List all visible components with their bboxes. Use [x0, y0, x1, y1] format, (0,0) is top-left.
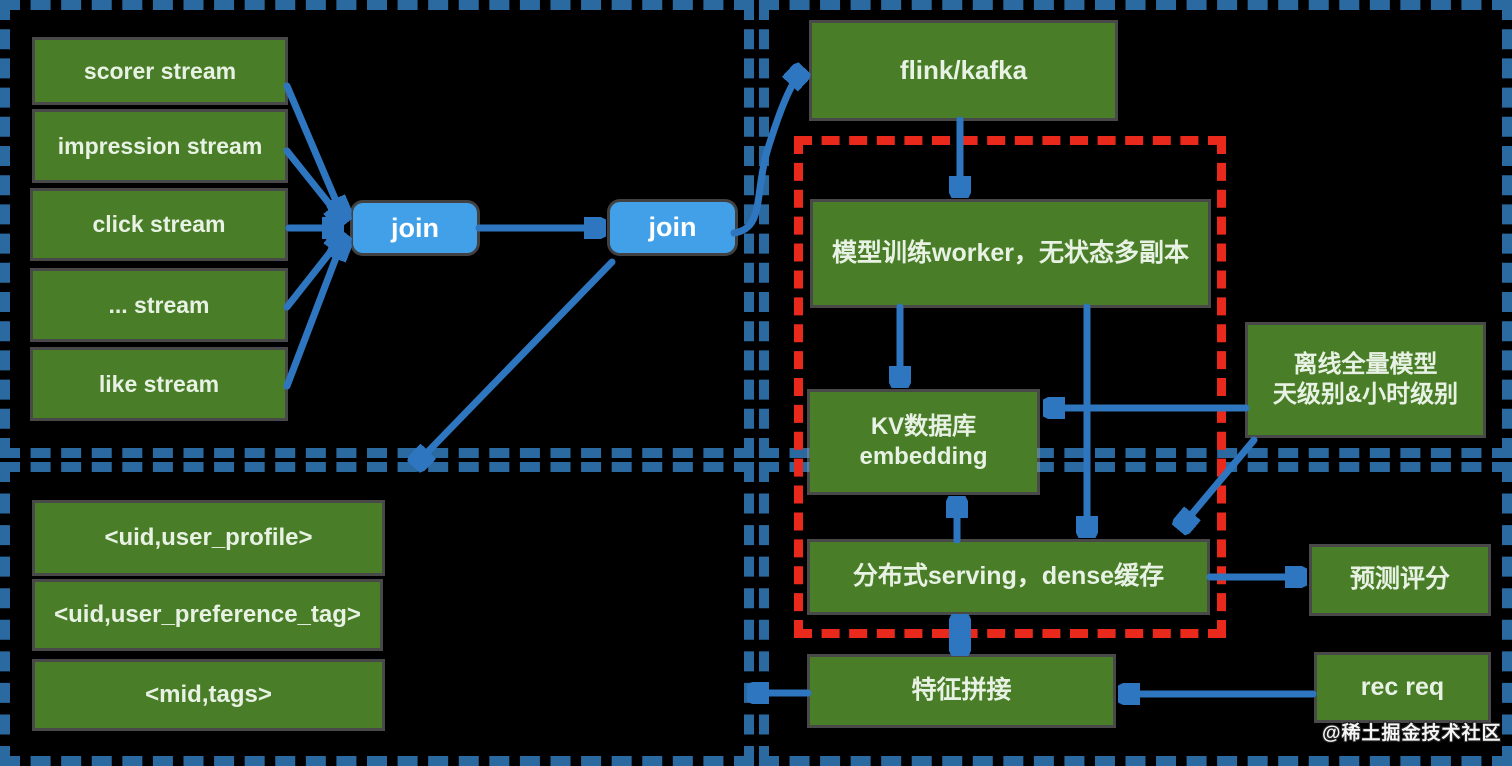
training-boundary-dashed-box — [794, 136, 1226, 638]
node-label: <mid,tags> — [145, 681, 272, 708]
node-scorer-stream: scorer stream — [35, 40, 285, 102]
node-join-2: join — [610, 202, 735, 253]
node-label: join — [648, 212, 697, 242]
node-label: <uid,user_profile> — [104, 524, 313, 551]
node-label-line1: 离线全量模型 — [1293, 351, 1438, 378]
node-label-line2: 天级别&小时级别 — [1272, 381, 1459, 408]
node-mid-tags: <mid,tags> — [35, 662, 382, 728]
node-flink-kafka: flink/kafka — [812, 23, 1115, 118]
node-like-stream: like stream — [33, 350, 285, 418]
panel-kv-tables — [0, 462, 754, 766]
node-label: flink/kafka — [899, 55, 1028, 86]
node-rec-request: rec req — [1317, 655, 1488, 720]
node-kv-embedding-store: KV数据库 embedding — [810, 392, 1037, 492]
node-label: ... stream — [108, 291, 210, 318]
node-click-stream: click stream — [33, 191, 285, 258]
node-join-1: join — [353, 203, 477, 253]
node-offline-full-model: 离线全量模型 天级别&小时级别 — [1248, 325, 1483, 435]
panel-serving — [759, 462, 1512, 766]
node-predict-score: 预测评分 — [1312, 547, 1488, 613]
node-label: 特征拼接 — [911, 676, 1012, 705]
node-label: rec req — [1360, 672, 1445, 701]
node-label: like stream — [98, 370, 220, 397]
node-label-line1: KV数据库 — [870, 413, 977, 440]
node-label: 模型训练worker，无状态多副本 — [832, 238, 1189, 267]
node-other-stream: ... stream — [33, 271, 285, 339]
node-label: join — [391, 212, 439, 243]
node-uid-user-profile: <uid,user_profile> — [35, 503, 382, 573]
node-label: 预测评分 — [1349, 565, 1450, 594]
node-label: 分布式serving，dense缓存 — [852, 562, 1165, 591]
node-label: impression stream — [57, 132, 263, 159]
node-uid-user-preference-tag: <uid,user_preference_tag> — [35, 582, 380, 648]
node-impression-stream: impression stream — [35, 112, 285, 180]
node-model-trainer-worker: 模型训练worker，无状态多副本 — [813, 202, 1208, 305]
node-label: <uid,user_preference_tag> — [54, 601, 361, 628]
node-label-line2: embedding — [859, 443, 988, 470]
node-label: click stream — [92, 211, 226, 238]
node-label: scorer stream — [83, 57, 237, 84]
node-distributed-serving: 分布式serving，dense缓存 — [810, 542, 1207, 612]
node-feature-join: 特征拼接 — [810, 657, 1113, 725]
watermark: @稀土掘金技术社区 — [1322, 723, 1502, 744]
